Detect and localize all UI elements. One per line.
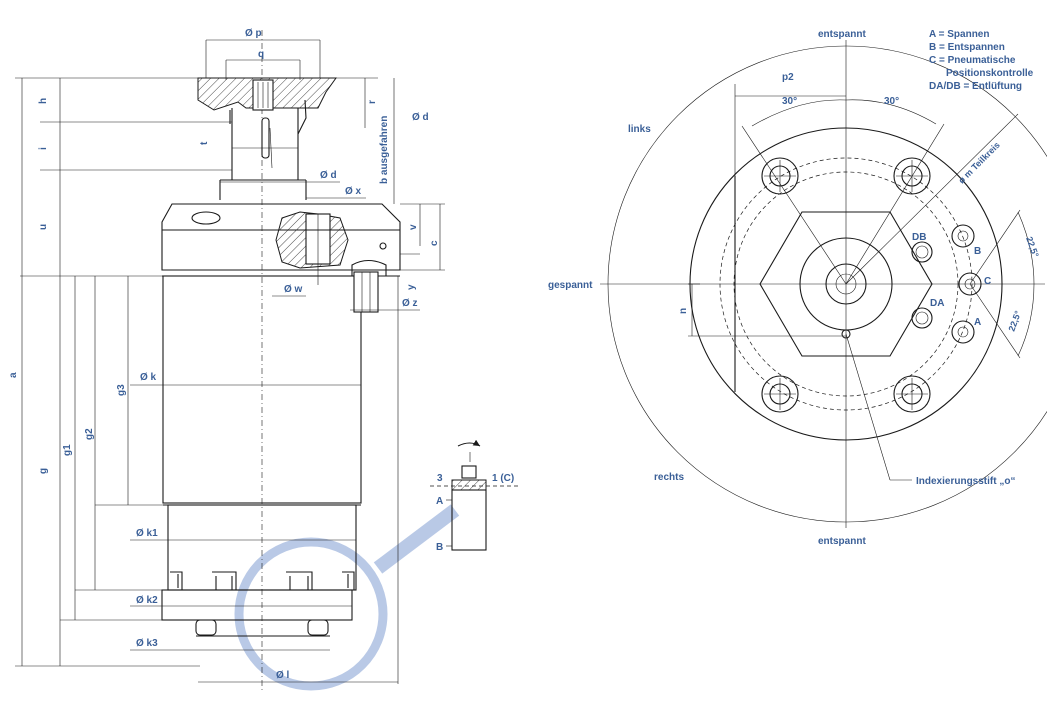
label-v: v	[408, 224, 419, 230]
label-ox: Ø x	[345, 186, 362, 197]
label-detail-3: 3	[437, 473, 443, 484]
label-index-pin: Indexierungsstift „o“	[916, 476, 1015, 487]
label-c: c	[429, 240, 440, 246]
label-p2: p2	[782, 72, 794, 83]
label-ok: Ø k	[140, 372, 157, 383]
label-oz: Ø z	[402, 298, 418, 309]
port-holes	[911, 224, 982, 344]
label-rechts: rechts	[654, 472, 684, 483]
hex-body	[759, 211, 933, 357]
section-view	[15, 30, 460, 691]
label-b-ausgefahren: b ausgefahren	[379, 116, 390, 184]
label-g1: g1	[62, 444, 73, 456]
legend-line-5: DA/DB = Entlüftung	[929, 81, 1022, 92]
label-t: t	[199, 141, 210, 145]
label-detail-a: A	[436, 496, 443, 507]
detail-view	[430, 439, 520, 551]
label-u: u	[38, 224, 49, 230]
label-i: i	[38, 147, 49, 150]
legend-line-4: Positionskontrolle	[946, 68, 1034, 79]
label-port-c: C	[984, 276, 991, 287]
label-g3: g3	[116, 384, 127, 396]
label-detail-b: B	[436, 542, 443, 553]
label-teilkreis: ø m Teilkreis	[956, 140, 1002, 186]
label-225-bottom: 22,5°	[1006, 309, 1023, 333]
label-30-right: 30°	[884, 96, 899, 107]
dimension-lines	[15, 39, 445, 684]
label-g: g	[38, 468, 49, 474]
detail-highlight-connector	[373, 504, 460, 574]
detail-highlight-circle	[234, 537, 388, 691]
label-port-b: B	[974, 246, 981, 257]
top-flange	[161, 203, 401, 271]
label-30-left: 30°	[782, 96, 797, 107]
label-ok3: Ø k3	[136, 638, 158, 649]
label-entspannt-bottom: entspannt	[818, 536, 866, 547]
top-view	[600, 40, 1047, 528]
label-q: q	[258, 49, 264, 60]
label-detail-1c: 1 (C)	[492, 473, 514, 484]
label-db: DB	[912, 232, 926, 243]
label-225-top: 22,5°	[1024, 235, 1041, 259]
label-ok1: Ø k1	[136, 528, 158, 539]
piston-rod	[231, 108, 299, 180]
label-port-a: A	[974, 317, 981, 328]
label-od-top: Ø d	[412, 112, 429, 123]
label-ol: Ø l	[276, 670, 290, 681]
label-n: n	[678, 308, 689, 314]
label-ow: Ø w	[284, 284, 303, 295]
base-plate	[161, 589, 353, 621]
label-da: DA	[930, 298, 944, 309]
label-h: h	[38, 98, 49, 104]
legend-line-3: C = Pneumatische	[929, 55, 1016, 66]
label-ok2: Ø k2	[136, 595, 158, 606]
label-gespannt: gespannt	[548, 280, 593, 291]
legend-line-1: A = Spannen	[929, 29, 989, 40]
angle-dimensions	[688, 84, 1035, 481]
mounting-holes	[761, 157, 931, 413]
main-body	[162, 275, 362, 504]
label-g2: g2	[84, 428, 95, 440]
legend-line-2: B = Entspannen	[929, 42, 1005, 53]
label-r: r	[367, 100, 378, 104]
label-links: links	[628, 124, 651, 135]
label-od-mid: Ø d	[320, 170, 337, 181]
label-op: Ø p	[245, 28, 262, 39]
label-y: y	[406, 284, 417, 290]
label-a: a	[8, 372, 19, 378]
label-entspannt-top: entspannt	[818, 29, 866, 40]
